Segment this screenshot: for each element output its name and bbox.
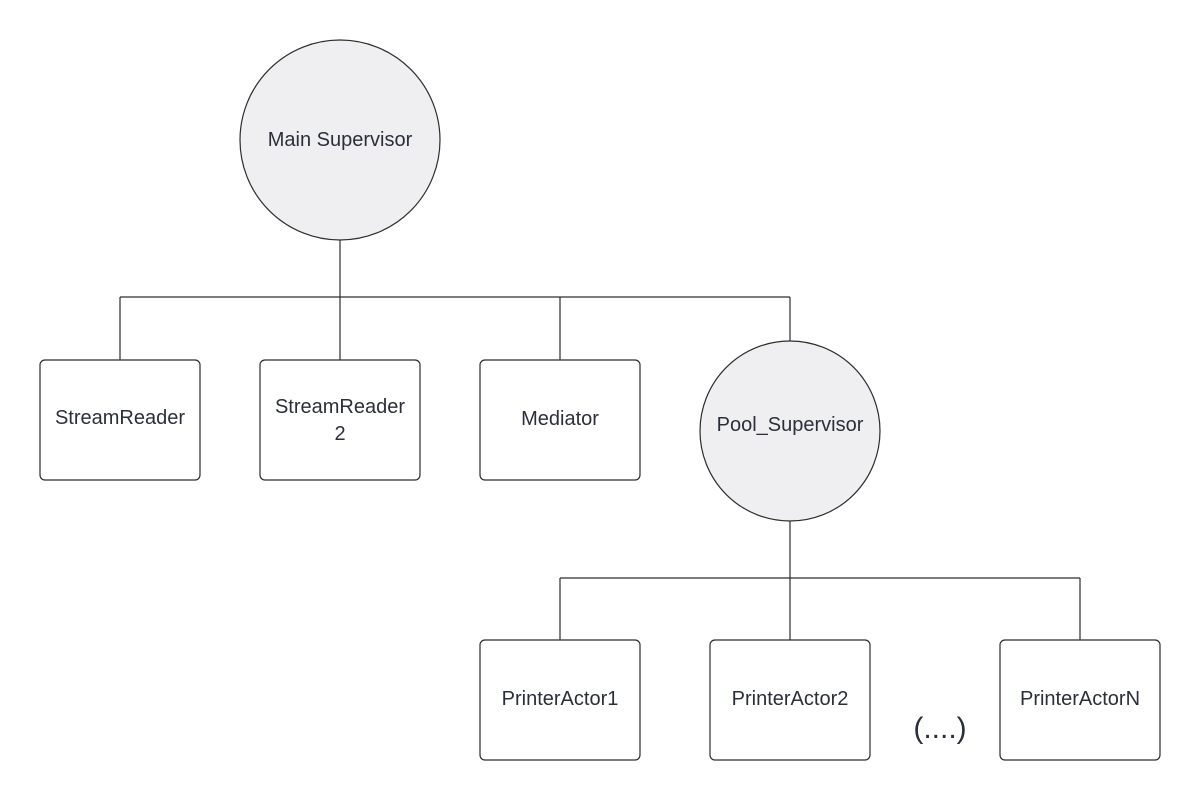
main-supervisor-node: Main Supervisor bbox=[239, 39, 441, 241]
streamreader2-label-line1: StreamReader bbox=[275, 396, 405, 418]
ellipsis-label: (....) bbox=[913, 712, 966, 745]
printer-actor-2-label: PrinterActor2 bbox=[732, 688, 849, 710]
printer-actor-n-label: PrinterActorN bbox=[1020, 688, 1140, 710]
pool-supervisor-node: Pool_Supervisor bbox=[699, 340, 881, 522]
mediator-label: Mediator bbox=[521, 408, 599, 430]
printer-actor-1-label: PrinterActor1 bbox=[502, 688, 619, 710]
streamreader2-label-line2: 2 bbox=[334, 423, 345, 445]
streamreader-label: StreamReader bbox=[55, 407, 185, 429]
mediator-node: Mediator bbox=[479, 359, 641, 481]
printer-actor-2-node: PrinterActor2 bbox=[709, 639, 871, 761]
main-supervisor-label: Main Supervisor bbox=[268, 129, 413, 151]
printer-actor-n-node: PrinterActorN bbox=[999, 639, 1161, 761]
streamreader2-node: StreamReader 2 bbox=[259, 359, 421, 481]
streamreader-node: StreamReader bbox=[39, 359, 201, 481]
edges-main bbox=[119, 240, 791, 360]
edges-pool bbox=[559, 521, 1081, 640]
pool-supervisor-label: Pool_Supervisor bbox=[717, 414, 864, 436]
printer-actor-1-node: PrinterActor1 bbox=[479, 639, 641, 761]
